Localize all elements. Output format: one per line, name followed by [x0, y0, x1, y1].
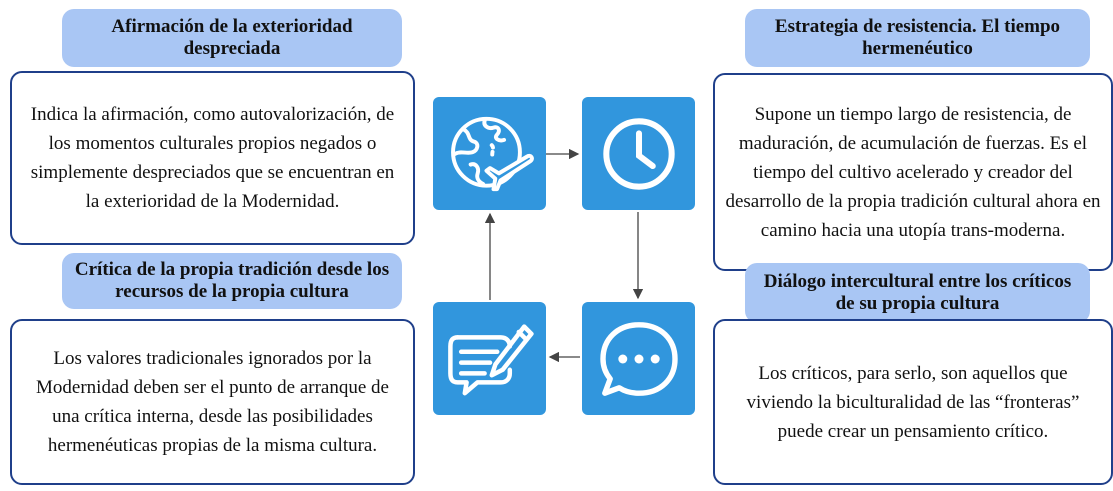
chat-dots-icon [582, 302, 695, 415]
clock-icon [582, 97, 695, 210]
message-pencil-icon [433, 302, 546, 415]
body-dialogo: Los críticos, para serlo, son aquellos q… [713, 319, 1113, 485]
title-dialogo: Diálogo intercultural entre los críticos… [745, 263, 1090, 323]
body-critica: Los valores tradicionales ignorados por … [10, 319, 415, 485]
title-critica: Crítica de la propia tradición desde los… [62, 253, 402, 309]
title-estrategia: Estrategia de resistencia. El tiempo her… [745, 9, 1090, 67]
title-afirmacion: Afirmación de la exterioridad despreciad… [62, 9, 402, 67]
body-afirmacion: Indica la afirmación, como autovalorizac… [10, 71, 415, 245]
globe-airplane-icon [433, 97, 546, 210]
